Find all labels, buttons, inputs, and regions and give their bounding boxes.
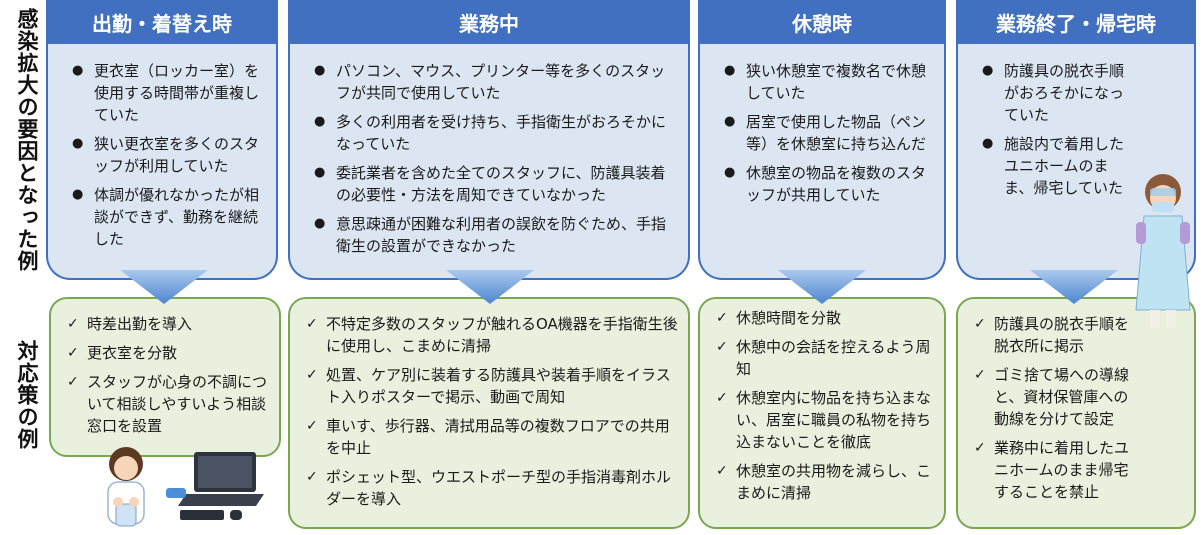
cause-item: 狭い更衣室を多くのスタッフが利用していた bbox=[72, 133, 266, 177]
cause-item: 意思疎通が困難な利用者の誤飲を防ぐため、手指衛生の設置ができなかった bbox=[314, 213, 678, 257]
measure-item: 休憩時間を分散 bbox=[714, 307, 936, 329]
column-header-working: 業務中 bbox=[288, 0, 690, 44]
staff-in-protective-gear-illustration bbox=[1135, 174, 1191, 328]
cause-item: 施設内で着用したユニホームのまま、帰宅していた bbox=[982, 133, 1134, 199]
cause-row-label: 感染拡大の要因となった例 bbox=[15, 8, 39, 272]
cause-item: 多くの利用者を受け持ち、手指衛生がおろそかになっていた bbox=[314, 111, 678, 155]
measure-item: 防護具の脱衣手順を脱衣所に掲示 bbox=[972, 313, 1140, 357]
nurse-washing-hands-illustration bbox=[107, 447, 145, 527]
cause-item: 体調が優れなかったが相談ができず、勤務を継続した bbox=[72, 184, 266, 250]
measure-item: 不特定多数のスタッフが触れるOA機器を手指衛生後に使用し、こまめに清掃 bbox=[304, 313, 680, 357]
measure-item: ポシェット型、ウエストポーチ型の手指消毒剤ホルダーを導入 bbox=[304, 466, 680, 510]
measure-item: 休憩中の会話を控えるよう周知 bbox=[714, 336, 936, 380]
cause-item: パソコン、マウス、プリンター等を多くのスタッフが共同で使用していた bbox=[314, 60, 678, 104]
cause-item: 更衣室（ロッカー室）を使用する時間帯が重複していた bbox=[72, 60, 266, 126]
measure-item: ゴミ捨て場への導線と、資材保管庫への動線を分けて設定 bbox=[972, 364, 1140, 430]
cause-box-leaving: 防護具の脱衣手順がおろそかになっていた 施設内で着用したユニホームのまま、帰宅し… bbox=[956, 44, 1196, 280]
column-header-arrival: 出勤・着替え時 bbox=[46, 0, 278, 44]
measure-box-working: 不特定多数のスタッフが触れるOA機器を手指衛生後に使用し、こまめに清掃 処置、ケ… bbox=[288, 297, 690, 529]
measure-item: スタッフが心身の不調について相談しやすいよう相談窓口を設置 bbox=[65, 371, 271, 437]
measure-item: 時差出勤を導入 bbox=[65, 313, 271, 335]
down-arrow-icon bbox=[778, 270, 866, 304]
measure-item: 処置、ケア別に装着する防護具や装着手順をイラスト入りポスターで掲示、動画で周知 bbox=[304, 364, 680, 408]
measure-box-leaving: 防護具の脱衣手順を脱衣所に掲示 ゴミ捨て場への導線と、資材保管庫への動線を分けて… bbox=[956, 297, 1196, 529]
column-header-leaving: 業務終了・帰宅時 bbox=[956, 0, 1196, 44]
cause-item: 休憩室の物品を複数のスタッフが共用していた bbox=[724, 162, 934, 206]
measure-box-arrival: 時差出勤を導入 更衣室を分散 スタッフが心身の不調について相談しやすいよう相談窓… bbox=[49, 297, 281, 457]
measure-item: 車いす、歩行器、清拭用品等の複数フロアでの共用を中止 bbox=[304, 415, 680, 459]
measure-row-label: 対応策の例 bbox=[15, 340, 39, 450]
measure-item: 更衣室を分散 bbox=[65, 342, 271, 364]
down-arrow-icon bbox=[1030, 270, 1118, 304]
cause-item: 狭い休憩室で複数名で休憩していた bbox=[724, 60, 934, 104]
measure-item: 休憩室の共用物を減らし、こまめに清掃 bbox=[714, 460, 936, 504]
cause-box-working: パソコン、マウス、プリンター等を多くのスタッフが共同で使用していた 多くの利用者… bbox=[288, 44, 690, 280]
cause-box-break: 狭い休憩室で複数名で休憩していた 居室で使用した物品（ペン等）を休憩室に持ち込ん… bbox=[698, 44, 946, 280]
down-arrow-icon bbox=[446, 270, 534, 304]
down-arrow-icon bbox=[120, 270, 208, 304]
cause-box-arrival: 更衣室（ロッカー室）を使用する時間帯が重複していた 狭い更衣室を多くのスタッフが… bbox=[46, 44, 278, 280]
laptop-illustration bbox=[166, 452, 264, 520]
column-header-break: 休憩時 bbox=[698, 0, 946, 44]
cause-item: 委託業者を含めた全てのスタッフに、防護具装着の必要性・方法を周知できていなかった bbox=[314, 162, 678, 206]
cause-item: 居室で使用した物品（ペン等）を休憩室に持ち込んだ bbox=[724, 111, 934, 155]
measure-item: 業務中に着用したユニホームのまま帰宅することを禁止 bbox=[972, 437, 1140, 503]
measure-box-break: 休憩時間を分散 休憩中の会話を控えるよう周知 休憩室内に物品を持ち込まない、居室… bbox=[698, 297, 946, 529]
measure-item: 休憩室内に物品を持ち込まない、居室に職員の私物を持ち込まないことを徹底 bbox=[714, 387, 936, 453]
cause-item: 防護具の脱衣手順がおろそかになっていた bbox=[982, 60, 1134, 126]
